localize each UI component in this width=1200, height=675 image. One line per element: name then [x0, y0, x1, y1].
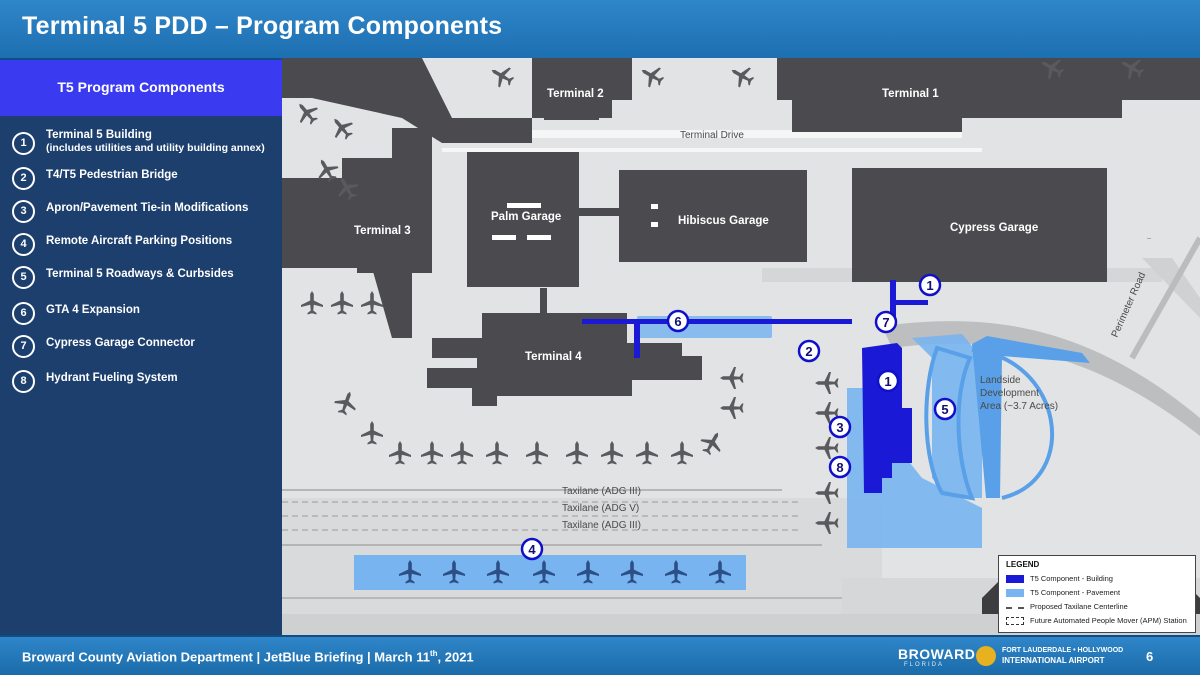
marker-number: 8 — [836, 460, 843, 475]
legend-label: Proposed Taxilane Centerline — [1030, 602, 1128, 611]
components-panel-header: T5 Program Components — [0, 60, 282, 116]
fll-airport-logo: FORT LAUDERDALE • HOLLYWOOD INTERNATIONA… — [976, 645, 1123, 669]
component-label: Hydrant Fueling System — [46, 372, 178, 384]
marker-1-terminal-building: 1 — [876, 369, 900, 393]
marker-3-apron: 3 — [828, 415, 852, 439]
component-item-2: 2 T4/T5 Pedestrian Bridge — [12, 164, 280, 194]
footer-text-main: Broward County Aviation Department | Jet… — [22, 649, 430, 665]
component-number: 2 — [12, 167, 35, 190]
page-number: 6 — [1146, 649, 1154, 664]
legend-swatch — [1006, 607, 1024, 609]
footer-date-suffix: th — [429, 649, 438, 658]
component-item-8: 8 Hydrant Fueling System — [12, 367, 280, 397]
legend-label: T5 Component - Building — [1030, 574, 1113, 583]
legend-swatch — [1006, 617, 1024, 625]
component-item-4: 4 Remote Aircraft Parking Positions — [12, 230, 280, 260]
marker-4-remote-parking: 4 — [520, 537, 544, 561]
marker-number: 6 — [674, 314, 681, 329]
label-terminal-1: Terminal 1 — [882, 88, 939, 100]
legend-swatch — [1006, 575, 1024, 583]
marker-1-connector: 1 — [918, 273, 942, 297]
component-number: 6 — [12, 302, 35, 325]
label-terminal-4: Terminal 4 — [525, 351, 582, 363]
legend-label: T5 Component - Pavement — [1030, 588, 1121, 597]
component-label: Terminal 5 Building — [46, 129, 152, 141]
label-landside-3: Area (~3.7 Acres) — [980, 401, 1058, 412]
legend-title: LEGEND — [1006, 560, 1040, 569]
components-panel-title: T5 Program Components — [57, 79, 225, 95]
label-taxilane-adg-iii-north: Taxilane (ADG III) — [562, 486, 641, 497]
footer-text: Broward County Aviation Department | Jet… — [22, 649, 474, 664]
marker-number: 5 — [941, 402, 948, 417]
label-taxilane-adg-v: Taxilane (ADG V) — [562, 503, 639, 514]
label-hibiscus-garage: Hibiscus Garage — [678, 215, 769, 227]
label-terminal-2: Terminal 2 — [547, 88, 604, 100]
components-panel: T5 Program Components 1 Terminal 5 Build… — [0, 60, 282, 635]
component-item-1: 1 Terminal 5 Building (includes utilitie… — [12, 129, 280, 159]
component-item-3: 3 Apron/Pavement Tie-in Modifications — [12, 197, 280, 227]
footer-year: , 2021 — [437, 649, 474, 665]
marker-2-pedestrian-bridge: 2 — [797, 339, 821, 363]
label-palm-garage: Palm Garage — [491, 211, 561, 223]
component-number: 4 — [12, 233, 35, 256]
broward-logo-text: BROWARD — [898, 646, 976, 662]
fll-badge-icon — [976, 646, 996, 666]
legend-swatch — [1006, 589, 1024, 597]
component-item-5: 5 Terminal 5 Roadways & Curbsides — [12, 263, 280, 293]
component-label: T4/T5 Pedestrian Bridge — [46, 169, 178, 181]
marker-number: 3 — [836, 420, 843, 435]
slide-title: Terminal 5 PDD – Program Components — [22, 12, 503, 40]
component-number: 5 — [12, 266, 35, 289]
legend-label: Future Automated People Mover (APM) Stat… — [1030, 616, 1187, 625]
component-number: 7 — [12, 335, 35, 358]
component-label: Cypress Garage Connector — [46, 337, 195, 349]
slide-header: Terminal 5 PDD – Program Components — [0, 0, 1200, 60]
label-taxilane-adg-iii-south: Taxilane (ADG III) — [562, 520, 641, 531]
marker-8-hydrant-fueling: 8 — [828, 455, 852, 479]
component-label: Remote Aircraft Parking Positions — [46, 235, 233, 247]
component-sublabel: (includes utilities and utility building… — [46, 142, 265, 154]
marker-6-gta-expansion: 6 — [666, 309, 690, 333]
component-number: 3 — [12, 200, 35, 223]
label-landside-1: Landside — [980, 375, 1021, 386]
airport-site-map: Terminal 2 Terminal 1 Terminal Drive Pal… — [282, 52, 1200, 635]
broward-logo-subtext: FLORIDA — [904, 662, 945, 668]
marker-5-roadways: 5 — [933, 397, 957, 421]
component-label: GTA 4 Expansion — [46, 304, 140, 316]
marker-7-cypress-connector: 7 — [874, 310, 898, 334]
marker-number: 1 — [926, 278, 933, 293]
label-terminal-drive: Terminal Drive — [680, 130, 744, 141]
component-number: 8 — [12, 370, 35, 393]
component-label: Terminal 5 Roadways & Curbsides — [46, 268, 234, 280]
component-item-7: 7 Cypress Garage Connector — [12, 332, 280, 362]
marker-number: 1 — [884, 374, 891, 389]
label-cypress-garage: Cypress Garage — [950, 222, 1038, 234]
map-legend: LEGEND T5 Component - Building T5 Compon… — [998, 555, 1196, 633]
label-landside-2: Development — [980, 388, 1039, 399]
component-label: Apron/Pavement Tie-in Modifications — [46, 202, 249, 214]
marker-number: 4 — [528, 542, 536, 557]
slide-footer: Broward County Aviation Department | Jet… — [0, 635, 1200, 675]
fll-logo-line1: FORT LAUDERDALE • HOLLYWOOD — [1002, 647, 1124, 654]
fll-logo-line2: INTERNATIONAL AIRPORT — [1002, 656, 1105, 665]
component-number: 1 — [12, 132, 35, 155]
marker-number: 2 — [805, 344, 812, 359]
broward-logo: BROWARD FLORIDA — [898, 643, 975, 671]
label-terminal-3: Terminal 3 — [354, 225, 411, 237]
marker-number: 7 — [882, 315, 889, 330]
component-item-6: 6 GTA 4 Expansion — [12, 299, 280, 329]
